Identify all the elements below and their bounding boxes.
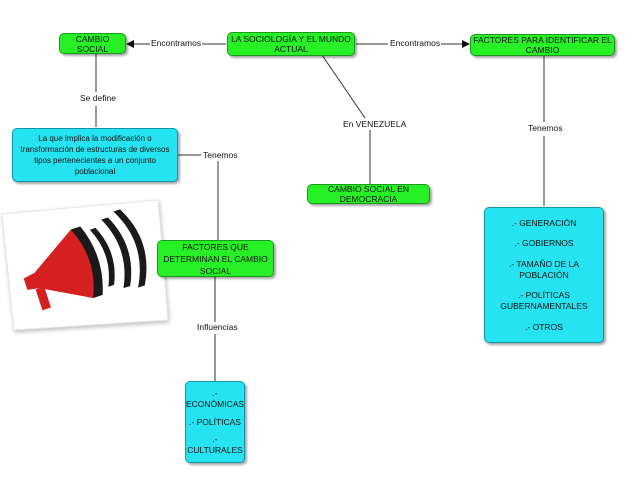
link-label-encontramos-left: Encontramos [150,38,203,49]
node-list-influencias[interactable]: .- ECONÓMICAS .- POLÍTICAS .- CULTURALES [185,381,245,463]
link-label-tenemos-left: Tenemos [202,150,239,161]
node-cambio-social[interactable]: CAMBIO SOCIAL [59,33,126,54]
node-main-topic[interactable]: LA SOCIOLOGÍA Y EL MUNDO ACTUAL [227,32,355,56]
link-label-tenemos-right: Tenemos [527,123,564,134]
list-item: .- POLÍTICAS [189,416,241,427]
node-definicion[interactable]: La que implica la modificación o transfo… [12,128,178,182]
link-label-influencias: Influencias [196,322,239,333]
link-label-encontramos-right: Encontramos [389,38,442,49]
connector-main-venezuela [321,54,366,119]
megaphone-icon [1,199,169,331]
node-factores-identificar[interactable]: FACTORES PARA IDENTIFICAR EL CAMBIO [470,34,615,56]
node-factores-determinan[interactable]: FACTORES QUE DETERMINAN EL CAMBIO SOCIAL [157,240,274,277]
list-item: .- OTROS [525,321,563,332]
list-item: .- CULTURALES [187,433,243,455]
list-item: .- TAMAÑO DE LA POBLACIÓN [508,258,580,280]
link-label-en-venezuela: En VENEZUELA [342,119,408,130]
list-item: .- GENERACIÓN [511,217,577,228]
list-item: .- GOBIERNOS [514,238,574,248]
node-democracia[interactable]: CAMBIO SOCIAL EN DEMOCRACIA [307,184,430,204]
list-item: .- POLÍTICAS GUBERNAMENTALES [500,290,588,311]
link-label-se-define: Se define [79,93,117,104]
list-item: .- ECONÓMICAS [185,388,245,410]
node-list-identificar[interactable]: .- GENERACIÓN .- GOBIERNOS .- TAMAÑO DE … [484,207,604,343]
